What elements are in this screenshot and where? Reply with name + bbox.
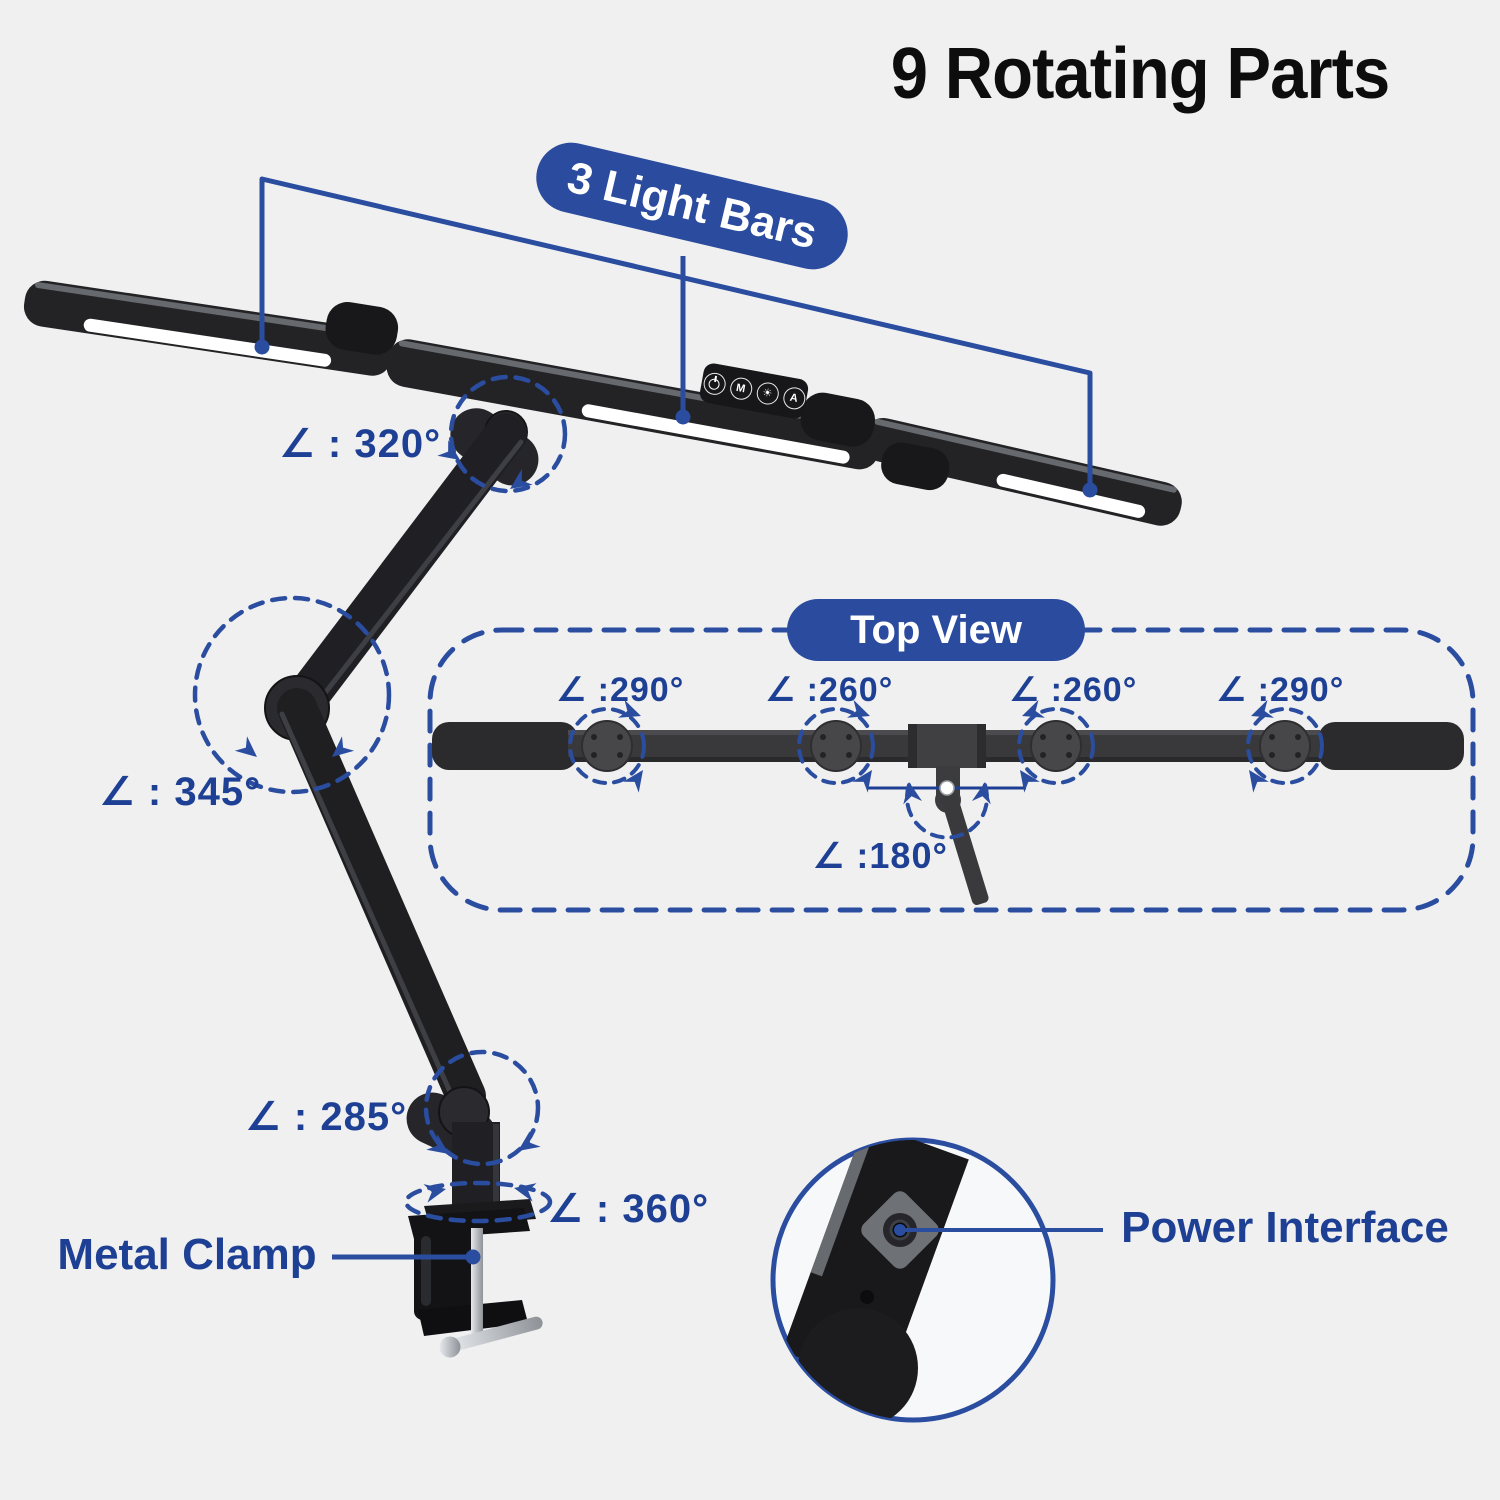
head-rotation-circle [437,374,568,497]
upper-arm [279,413,527,727]
base-angle-label: ∠ : 360° [546,1187,710,1231]
tv-rotation-circle-1 [568,699,651,793]
tv-joint-3 [1030,720,1082,772]
tv-rotation-circle-4 [1241,699,1324,793]
lower-angle-label: ∠ : 285° [244,1095,408,1139]
power-interface-label: Power Interface [1121,1203,1449,1252]
tv-angle-label-3: ∠ :260° [1008,671,1138,709]
brightness-sun-icon: ☀ [761,386,774,400]
light-bar-right [862,417,1182,526]
elbow-angle-label: ∠ : 345° [98,770,262,814]
elbow-rotation-circle [192,595,392,795]
upper-arm-highlight [315,439,524,705]
tv-bar-right-cap [1318,722,1464,770]
page-title: 9 Rotating Parts [890,34,1390,114]
tv-180-arc [899,780,995,840]
lower-rotation-circle [423,1049,541,1167]
power-button [701,370,727,397]
auto-button: A [781,385,807,412]
led-strip-right [996,473,1146,518]
clamp-screw-handle [449,1316,543,1352]
tv-base-rotation-label: ∠ :180° [812,835,948,876]
tv-angle-label-4: ∠ :290° [1215,671,1345,709]
clamp-screw [471,1228,483,1334]
metal-clamp-label: Metal Clamp [57,1230,317,1279]
base-pivot [406,1086,500,1208]
handle-ball [439,1336,461,1358]
led-strip-middle [581,404,850,464]
tv-arm [941,793,989,905]
bar-hinge-right [800,392,950,491]
lower-arm [277,688,486,1116]
led-strip-left [83,318,332,367]
tv-pivot-dot [939,780,955,796]
lower-arm-highlight [279,711,454,1097]
base-rotation-ellipse [403,1178,553,1224]
power-interface-inset [770,1137,1103,1423]
tv-bar-left-cap [432,722,578,770]
tv-rotation-circle-2 [797,699,880,793]
top-view-callout: Top View [787,599,1085,661]
tv-joint-2 [810,720,862,772]
power-port-dot [894,1224,906,1236]
tv-joint-4 [1259,720,1311,772]
head-angle-label: ∠ : 320° [278,422,442,466]
tv-angle-label-2: ∠ :260° [764,671,894,709]
light-bar-left [23,280,394,376]
power-icon [707,377,721,391]
bar-hinge-left [325,302,399,355]
top-view-panel [427,627,1476,913]
metal-clamp-leader [332,1249,481,1265]
light-bars-leader [254,176,1098,498]
tv-rotation-circle-3 [1012,699,1095,793]
mode-button: M [727,375,754,402]
brightness-button: ☀ [754,380,781,407]
tv-joint-1 [581,720,633,772]
inset-screw-hole [860,1290,874,1304]
tv-center-mount [908,724,986,768]
tv-angle-label-1: ∠ :290° [555,671,685,709]
